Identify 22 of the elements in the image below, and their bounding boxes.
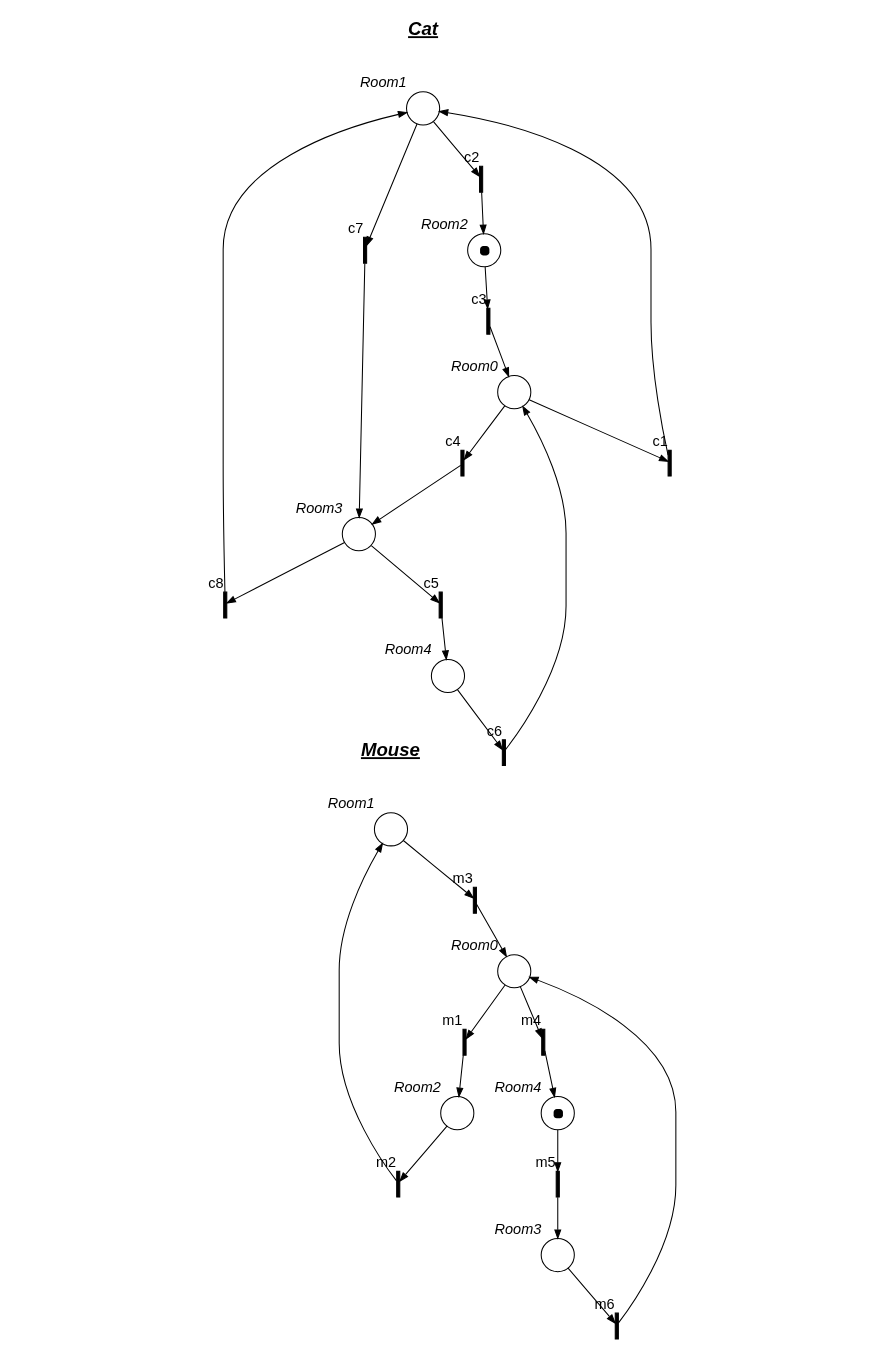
node-label: c5 (423, 575, 439, 592)
node-label: Room0 (450, 936, 498, 953)
node-label: c6 (486, 722, 502, 739)
node-label: Room1 (327, 794, 375, 811)
label: Mouse (360, 739, 420, 761)
node-label: Room1 (359, 73, 407, 90)
node-label: c3 (470, 291, 487, 308)
node-label: c2 (463, 149, 479, 166)
node-label: c7 (347, 220, 363, 237)
node-label: Room3 (295, 499, 342, 516)
node-label: c4 (444, 433, 461, 450)
node-label: m3 (452, 870, 473, 887)
node-label: Room4 (494, 1078, 541, 1095)
node-label: Room2 (393, 1078, 441, 1095)
node-label: Room4 (384, 641, 432, 658)
node-label: m5 (534, 1154, 556, 1171)
label: Cat (407, 18, 438, 40)
node-label: Room0 (450, 357, 498, 374)
node-label: Room2 (420, 215, 468, 232)
node-label: m1 (441, 1012, 462, 1029)
node-label: c8 (207, 575, 223, 592)
node-label: Room3 (494, 1220, 541, 1237)
